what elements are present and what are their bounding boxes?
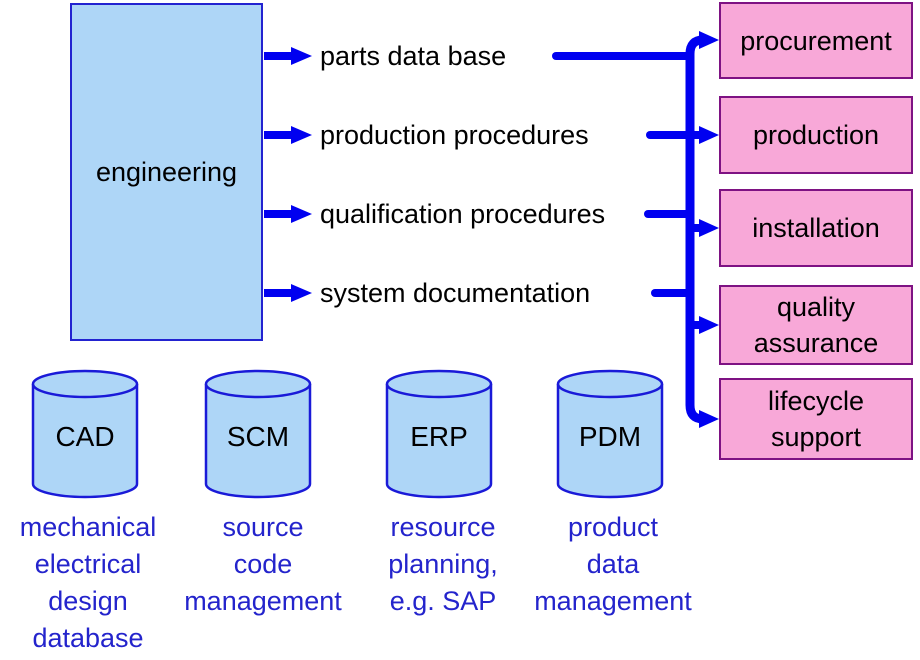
database-name-cad: CAD — [55, 421, 115, 452]
arrow-right-icon — [291, 284, 312, 302]
feeder-lines — [552, 52, 692, 297]
target-box-installation: installation — [719, 189, 913, 267]
cylinder-pdm-icon — [556, 369, 664, 499]
output-label-system-documentation: system documentation — [320, 278, 591, 308]
database-name-scm: SCM — [226, 421, 290, 452]
arrow-right-icon — [291, 205, 312, 223]
target-arrowheads — [699, 31, 719, 428]
target-arrow-stubs — [687, 131, 701, 329]
engineering-output-arrows — [264, 47, 312, 302]
target-box-lifecycle-support: lifecycle support — [719, 378, 913, 460]
database-caption-scm: source code management — [184, 512, 342, 616]
database-name-pdm: PDM — [578, 421, 642, 452]
cylinder-erp-icon — [385, 369, 493, 499]
arrow-right-icon — [699, 219, 719, 237]
target-box-quality-assurance: quality assurance — [719, 285, 913, 365]
target-box-procurement: procurement — [719, 2, 913, 79]
database-caption-erp: resource planning, e.g. SAP — [388, 512, 498, 616]
database-name-erp: ERP — [410, 421, 468, 452]
engineering-label: engineering — [95, 156, 238, 187]
target-box-production: production — [719, 96, 913, 174]
output-label-qualification-procedures: qualification procedures — [320, 199, 606, 229]
database-caption-pdm: product data management — [534, 512, 692, 616]
engineering-box: engineering — [70, 3, 263, 341]
arrow-right-icon — [699, 126, 719, 144]
arrow-right-icon — [291, 126, 312, 144]
arrow-right-icon — [291, 47, 312, 65]
database-caption-cad: mechanical electrical design database — [19, 512, 157, 653]
arrow-right-icon — [699, 31, 719, 49]
output-label-production-procedures: production procedures — [320, 120, 589, 150]
cylinder-cad-icon — [31, 369, 139, 499]
output-label-parts-data-base: parts data base — [320, 41, 507, 71]
cylinder-scm-icon — [204, 369, 312, 499]
arrow-right-icon — [699, 316, 719, 334]
arrow-right-icon — [699, 410, 719, 428]
